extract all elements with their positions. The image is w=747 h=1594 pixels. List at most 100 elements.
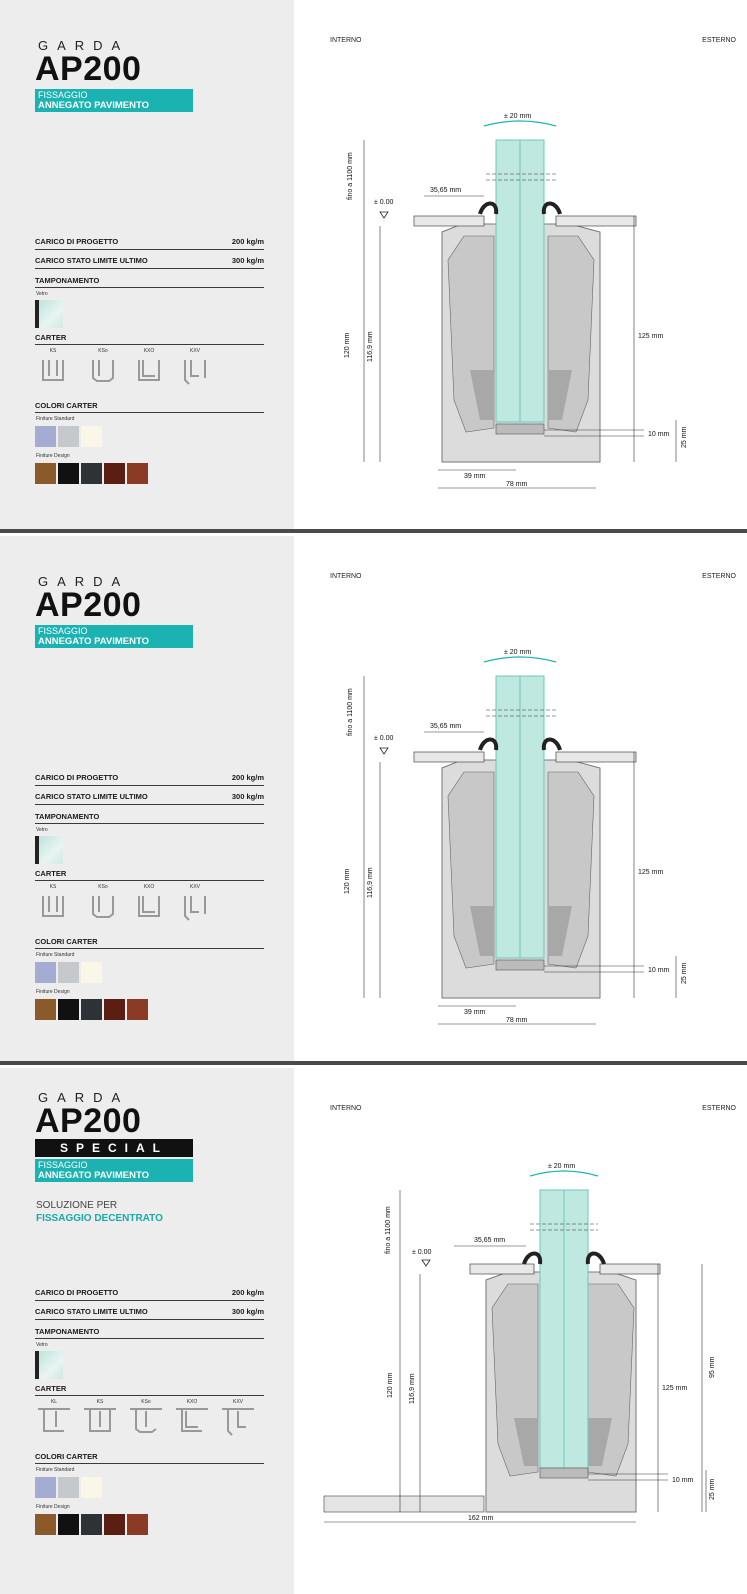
dim-25: 25 mm [709,1478,716,1500]
color-swatch[interactable] [104,463,125,484]
color-swatch[interactable] [58,1514,79,1535]
infill-heading: TAMPONAMENTO [35,811,264,824]
carter-label: KS [96,1399,104,1405]
carter-profile-icon [42,360,64,381]
glass-label: Vetro [36,827,48,833]
carter-profile-icon [222,1408,254,1436]
spec-panel: GARDA AP200 SPECIAL FISSAGGIO ANNEGATO P… [0,1068,294,1594]
model-name: AP200 [35,586,142,624]
exterior-label: ESTERNO [702,573,736,580]
color-swatch[interactable] [58,999,79,1020]
design-finishes-label: Finiture Design [36,1504,70,1510]
spec-label: CARICO DI PROGETTO [35,773,119,782]
carter-kxo: KXO [131,348,167,388]
spec-value: 300 kg/m [231,256,264,265]
color-swatch[interactable] [104,999,125,1020]
spec-row-ultimate-load: CARICO STATO LIMITE ULTIMO 300 kg/m [35,1306,264,1320]
dim-116-9: 116,9 mm [367,867,374,898]
spec-row-design-load: CARICO DI PROGETTO 200 kg/m [35,1287,264,1301]
dim-height: fino a 1100 mm [347,688,354,736]
carter-label: KXO [143,348,155,354]
color-swatch[interactable] [81,962,102,983]
carter-label: KXV [232,1399,243,1405]
dim-116-9: 116,9 mm [409,1373,416,1404]
brand-name: GARDA [38,38,130,53]
color-swatch[interactable] [35,426,56,447]
exterior-label: ESTERNO [702,37,736,44]
carter-profile-icon [130,1408,162,1433]
spec-row-ultimate-load: CARICO STATO LIMITE ULTIMO 300 kg/m [35,255,264,269]
carter-profile-icon [176,1408,208,1432]
model-name: AP200 [35,50,142,88]
carter-ks: KS [82,1399,118,1439]
color-swatch[interactable] [81,999,102,1020]
carter-ks: KS [35,348,71,388]
carter-label: KXV [189,884,200,890]
color-swatch[interactable] [81,1477,102,1498]
solution-value: FISSAGGIO DECENTRATO [36,1213,163,1224]
colors-heading: COLORI CARTER [35,400,264,413]
glass-swatch [35,1351,63,1379]
carter-label: KXV [189,348,200,354]
spec-label: CARICO DI PROGETTO [35,237,119,246]
standard-finishes-label: Finiture Standard [36,952,75,958]
carter-kl: KL [36,1399,72,1439]
section-drawing: ± 20 mm fino a 1100 mm 120 mm 116,9 mm ±… [344,649,688,1025]
color-swatch[interactable] [58,962,79,983]
color-swatch[interactable] [35,962,56,983]
carter-kxv: KXV [220,1399,256,1439]
dim-120: 120 mm [344,333,351,358]
color-swatch[interactable] [35,463,56,484]
color-swatch[interactable] [104,1514,125,1535]
color-swatch[interactable] [127,1514,148,1535]
color-swatch[interactable] [127,463,148,484]
carter-profile-icon [138,896,160,917]
dim-116-9: 116,9 mm [367,331,374,362]
mounting-type-value: ANNEGATO PAVIMENTO [38,100,150,111]
design-finishes-label: Finiture Design [36,989,70,995]
dim-78: 78 mm [506,481,528,488]
color-swatch[interactable] [81,426,102,447]
carter-ks: KS [35,884,71,924]
color-swatch[interactable] [127,999,148,1020]
color-swatch[interactable] [35,1477,56,1498]
dim-height: fino a 1100 mm [347,152,354,200]
mounting-type-badge: FISSAGGIO ANNEGATO PAVIMENTO [35,89,193,112]
dim-125: 125 mm [662,1385,687,1392]
carter-heading: CARTER [35,868,264,881]
color-swatch[interactable] [35,999,56,1020]
technical-drawing-panel: INTERNO ESTERNO ± 20 mm fino a 1100 mm 1… [294,536,747,1061]
spec-panel: GARDA AP200 FISSAGGIO ANNEGATO PAVIMENTO… [0,0,294,529]
color-swatch[interactable] [81,463,102,484]
color-swatch[interactable] [58,1477,79,1498]
color-swatch[interactable] [35,1514,56,1535]
infill-heading: TAMPONAMENTO [35,275,264,288]
carter-profile-icon [138,360,160,381]
dim-125: 125 mm [638,869,663,876]
carter-kxv: KXV [177,884,213,924]
dim-39: 39 mm [464,1009,486,1016]
solution-label: SOLUZIONE PER [36,1200,118,1211]
spec-row-design-load: CARICO DI PROGETTO 200 kg/m [35,236,264,250]
technical-drawing-panel: INTERNO ESTERNO ± 20 mm [294,0,747,529]
carter-kso: KSo [85,348,121,388]
infill-heading: TAMPONAMENTO [35,1326,264,1339]
spec-value: 200 kg/m [231,237,264,246]
dim-125: 125 mm [638,333,663,340]
glass-swatch [35,300,63,328]
product-section-ap200-special: GARDA AP200 SPECIAL FISSAGGIO ANNEGATO P… [0,1068,747,1594]
spec-value: 200 kg/m [231,1288,264,1297]
color-swatch[interactable] [58,463,79,484]
dim-162: 162 mm [468,1515,493,1522]
color-swatch[interactable] [58,426,79,447]
spec-label: CARICO DI PROGETTO [35,1288,119,1297]
carter-kso: KSo [85,884,121,924]
dim-10: 10 mm [648,967,670,974]
color-swatch[interactable] [81,1514,102,1535]
carter-profile-icon [38,1408,70,1432]
carter-label: KSo [98,348,108,354]
carter-label: KSo [98,884,108,890]
spec-value: 300 kg/m [231,1307,264,1316]
carter-profile-icon [184,360,206,385]
carter-kso: KSo [128,1399,164,1439]
